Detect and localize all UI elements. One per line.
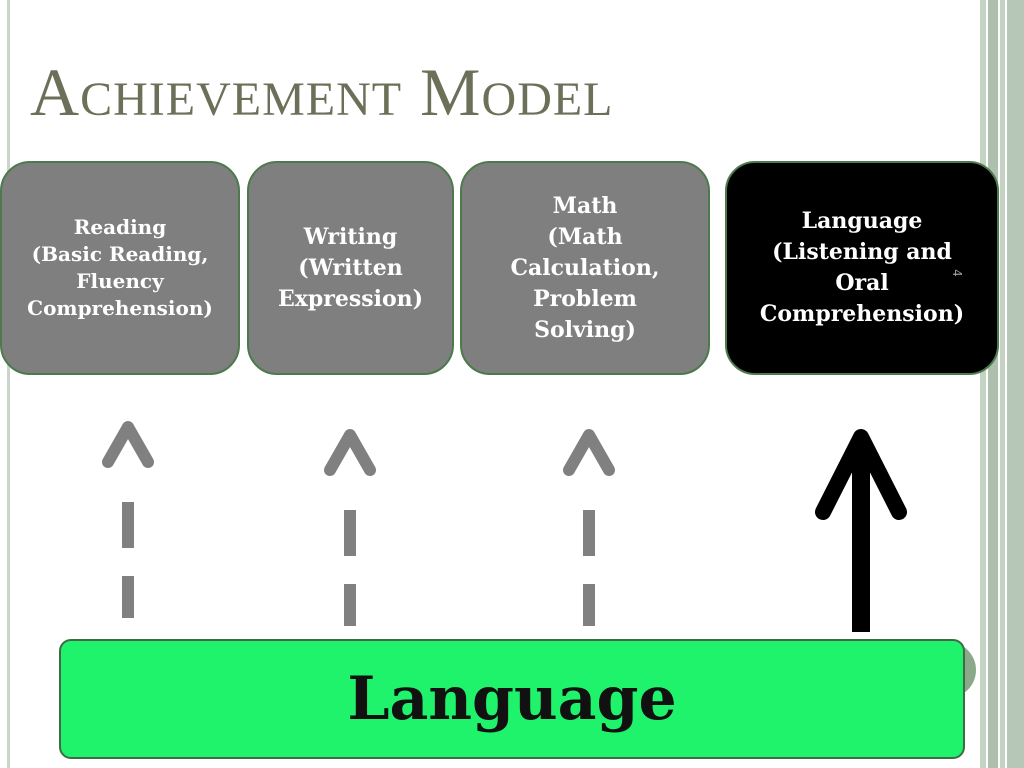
math-box-line: Calculation, <box>510 254 660 281</box>
dashed-arrow-reading <box>102 421 154 624</box>
language-box-line: Oral <box>835 270 889 296</box>
reading-box-line: Fluency <box>76 269 164 293</box>
language-foundation-label: Language <box>347 664 677 734</box>
reading-box: Reading (Basic Reading, Fluency Comprehe… <box>0 161 240 375</box>
math-box-line: Solving) <box>534 316 636 343</box>
language-box-line: Comprehension) <box>759 301 965 327</box>
language-box-line: Language <box>801 208 923 234</box>
writing-box-line: Expression) <box>277 285 424 312</box>
left-decorative-rule <box>7 0 10 768</box>
language-box: Language (Listening and Oral Comprehensi… <box>725 161 999 375</box>
reading-box-line: (Basic Reading, <box>31 242 209 266</box>
math-box-line: Math <box>552 192 618 219</box>
dashed-arrow-math <box>563 429 615 632</box>
dashed-arrow-writing <box>324 429 376 632</box>
writing-box: Writing (Written Expression) <box>247 161 454 375</box>
solid-arrow-language <box>815 429 907 632</box>
math-box-line: (Math <box>547 223 623 250</box>
slide-title: Achievement Model <box>30 54 614 130</box>
right-decorative-stripes <box>980 0 1024 768</box>
writing-box-line: (Written <box>298 254 403 281</box>
language-box-line: (Listening and <box>772 239 952 265</box>
language-foundation-bar: Language <box>59 639 965 759</box>
reading-box-line: Reading <box>73 215 167 239</box>
math-box-line: Problem <box>533 285 637 312</box>
reading-box-line: Comprehension) <box>27 296 213 320</box>
math-box: Math (Math Calculation, Problem Solving) <box>460 161 710 375</box>
writing-box-line: Writing <box>303 223 398 250</box>
